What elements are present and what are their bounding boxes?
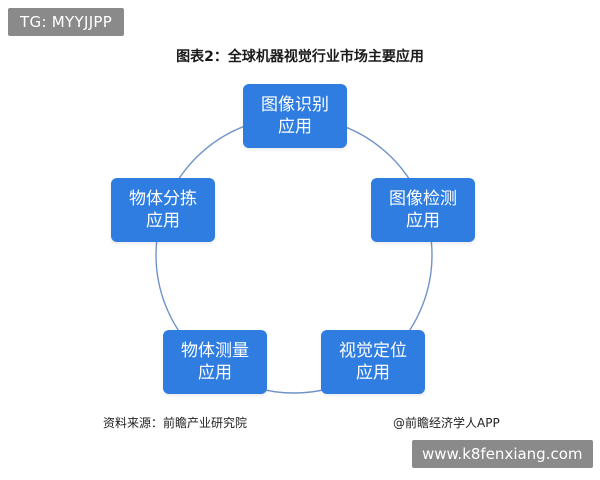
- node-image-recognition: 图像识别 应用: [243, 84, 347, 148]
- credit-note: @前瞻经济学人APP: [393, 416, 500, 430]
- node-line1: 物体分拣: [129, 189, 197, 209]
- node-object-measurement: 物体测量 应用: [163, 330, 267, 394]
- source-note: 资料来源：前瞻产业研究院: [103, 416, 248, 430]
- node-line2: 应用: [278, 117, 312, 137]
- node-line1: 图像识别: [261, 95, 329, 115]
- node-line2: 应用: [198, 363, 232, 383]
- node-line1: 视觉定位: [339, 341, 407, 361]
- watermark-site: www.k8fenxiang.com: [412, 440, 593, 468]
- chart-title: 图表2：全球机器视觉行业市场主要应用: [176, 49, 424, 65]
- node-line1: 图像检测: [389, 189, 457, 209]
- node-line2: 应用: [356, 363, 390, 383]
- node-line2: 应用: [146, 211, 180, 231]
- node-line2: 应用: [406, 211, 440, 231]
- node-object-sorting: 物体分拣 应用: [111, 178, 215, 242]
- node-visual-positioning: 视觉定位 应用: [321, 330, 425, 394]
- node-line1: 物体测量: [181, 341, 249, 361]
- node-image-detection: 图像检测 应用: [371, 178, 475, 242]
- watermark-tag: TG: MYYJJPP: [8, 8, 125, 36]
